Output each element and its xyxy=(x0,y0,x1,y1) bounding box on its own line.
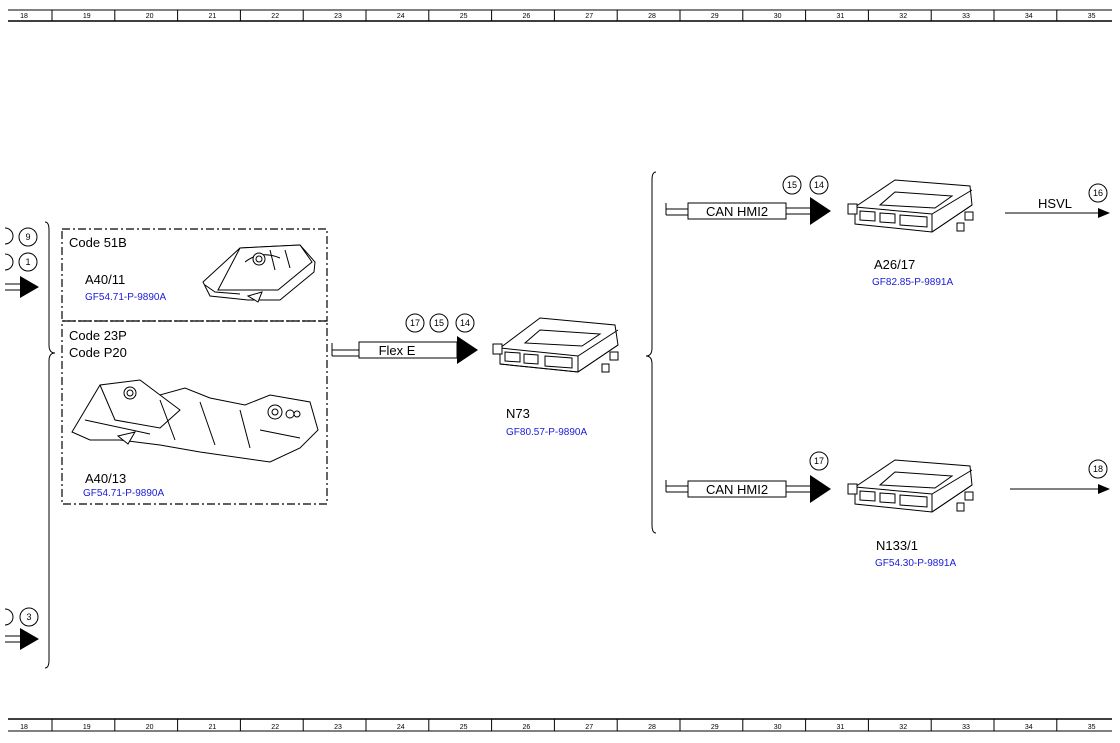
bottom-right-output: 18 xyxy=(1010,459,1110,494)
bottom-ruler-label: 27 xyxy=(585,724,593,731)
top-ruler-label: 33 xyxy=(962,13,970,20)
can-bottom-num-1: 17 xyxy=(814,456,824,466)
group-box-a40-13 xyxy=(61,320,328,505)
flex-e-num-1: 17 xyxy=(410,318,420,328)
a26-17-label: A26/17 xyxy=(874,257,915,272)
a40-13-label: A40/13 xyxy=(85,471,126,486)
bottom-ruler-label: 34 xyxy=(1025,724,1033,731)
left-input-3-number: 3 xyxy=(26,612,31,622)
flex-e-arrow xyxy=(457,336,478,364)
can-top-num-1: 15 xyxy=(787,180,797,190)
hsvl-output: HSVL 16 xyxy=(1005,183,1110,218)
group-box-a40-11 xyxy=(61,228,328,322)
a40-11-label: A40/11 xyxy=(85,272,125,287)
top-ruler-label: 23 xyxy=(334,13,342,20)
hsvl-num: 16 xyxy=(1093,188,1103,198)
top-ruler-label: 32 xyxy=(899,13,907,20)
can-hmi2-top-arrow xyxy=(810,197,831,225)
top-ruler-label: 22 xyxy=(271,13,279,20)
code-p20-label: Code P20 xyxy=(69,345,127,360)
hsvl-label: HSVL xyxy=(1038,196,1072,211)
bottom-ruler-label: 35 xyxy=(1088,724,1096,731)
bottom-ruler-label: 33 xyxy=(962,724,970,731)
a40-13-ref: GF54.71-P-9890A xyxy=(83,488,164,499)
bottom-ruler-label: 24 xyxy=(397,724,405,731)
top-ruler-label: 25 xyxy=(460,13,468,20)
left-input-9: 9 xyxy=(4,227,38,247)
top-ruler-label: 31 xyxy=(837,13,845,20)
bus-can-hmi2-bottom: CAN HMI2 17 xyxy=(665,451,831,503)
flex-e-num-3: 14 xyxy=(460,318,470,328)
can-hmi2-top-label: CAN HMI2 xyxy=(706,204,768,219)
left-input-3: 3 xyxy=(4,607,39,650)
top-ruler-label: 30 xyxy=(774,13,782,20)
bottom-ruler-label: 28 xyxy=(648,724,656,731)
a26-17-module-icon xyxy=(847,179,974,233)
a40-11-ref: GF54.71-P-9890A xyxy=(85,292,166,303)
left-brace xyxy=(44,221,56,669)
top-ruler-label: 27 xyxy=(585,13,593,20)
bottom-ruler-label: 32 xyxy=(899,724,907,731)
bottom-ruler-label: 31 xyxy=(837,724,845,731)
left-input-3-arrow xyxy=(20,628,39,650)
top-ruler-label: 34 xyxy=(1025,13,1033,20)
top-ruler-label: 28 xyxy=(648,13,656,20)
top-ruler-label: 35 xyxy=(1088,13,1096,20)
bottom-ruler-label: 26 xyxy=(523,724,531,731)
bottom-ruler-label: 20 xyxy=(146,724,154,731)
bottom-ruler-label: 21 xyxy=(209,724,217,731)
left-input-1: 1 xyxy=(4,252,39,298)
bottom-ruler-label: 23 xyxy=(334,724,342,731)
can-hmi2-bottom-arrow xyxy=(810,475,831,503)
left-input-1-arrow xyxy=(20,276,39,298)
n73-ref: GF80.57-P-9890A xyxy=(506,427,587,438)
flex-e-label: Flex E xyxy=(379,343,416,358)
n133-1-module-icon xyxy=(847,459,974,513)
a40-13-display-icon xyxy=(71,379,319,463)
n73-module-icon xyxy=(492,317,619,373)
n133-1-ref: GF54.30-P-9891A xyxy=(875,558,956,569)
top-ruler-label: 26 xyxy=(523,13,531,20)
flex-e-num-2: 15 xyxy=(434,318,444,328)
bottom-ruler-label: 18 xyxy=(20,724,28,731)
can-top-num-2: 14 xyxy=(814,180,824,190)
bottom-ruler-label: 25 xyxy=(460,724,468,731)
bus-can-hmi2-top: CAN HMI2 15 14 xyxy=(665,175,831,225)
bottom-output-num: 18 xyxy=(1093,464,1103,474)
left-input-1-number: 1 xyxy=(25,257,30,267)
top-ruler-label: 21 xyxy=(209,13,217,20)
top-ruler-label: 24 xyxy=(397,13,405,20)
n73-label: N73 xyxy=(506,406,530,421)
left-input-9-number: 9 xyxy=(25,232,30,242)
right-brace xyxy=(645,171,657,534)
top-ruler: 18 19 20 21 22 23 24 25 26 27 28 29 30 31 32 33 34 35 xyxy=(8,9,1112,22)
bottom-ruler: 18 19 20 21 22 23 24 25 26 27 28 29 30 31 32 33 34 35 xyxy=(8,718,1112,732)
can-hmi2-bottom-label: CAN HMI2 xyxy=(706,482,768,497)
a26-17-ref: GF82.85-P-9891A xyxy=(872,277,953,288)
bus-flex-e: Flex E 17 15 14 xyxy=(331,313,478,364)
top-ruler-label: 18 xyxy=(20,13,28,20)
top-ruler-label: 19 xyxy=(83,13,91,20)
n133-1-label: N133/1 xyxy=(876,538,918,553)
bottom-ruler-label: 30 xyxy=(774,724,782,731)
bottom-ruler-label: 19 xyxy=(83,724,91,731)
top-ruler-label: 29 xyxy=(711,13,719,20)
top-ruler-label: 20 xyxy=(146,13,154,20)
bottom-ruler-label: 22 xyxy=(271,724,279,731)
code-23p-label: Code 23P xyxy=(69,328,127,343)
a40-11-display-icon xyxy=(202,244,316,303)
bottom-ruler-label: 29 xyxy=(711,724,719,731)
code-51b-label: Code 51B xyxy=(69,235,127,250)
